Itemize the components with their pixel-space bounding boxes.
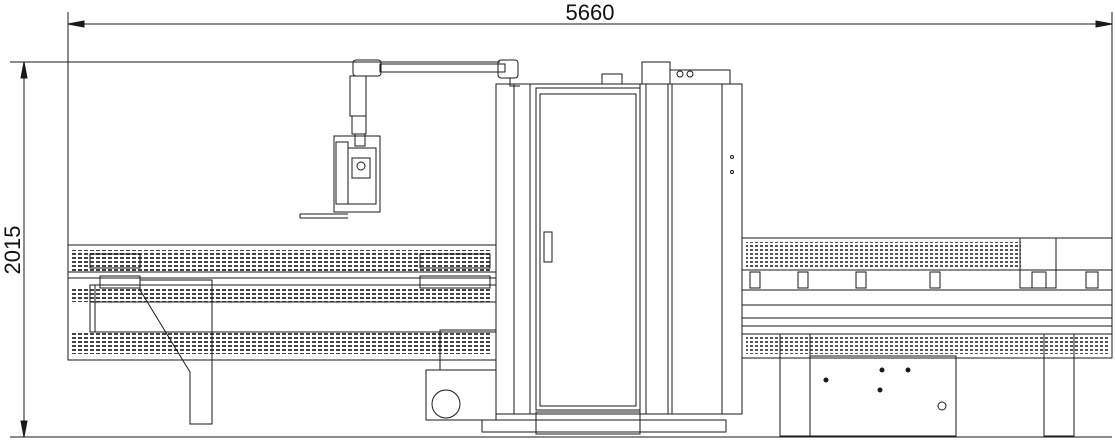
height-dimension bbox=[10, 61, 1112, 438]
right-outfeed-conveyor bbox=[741, 237, 1113, 437]
width-dimension-label: 5660 bbox=[566, 0, 615, 25]
main-cabinet bbox=[425, 61, 743, 435]
welding-manipulator-arm bbox=[299, 59, 520, 219]
height-dimension-label: 2015 bbox=[0, 226, 25, 275]
left-infeed-table bbox=[67, 244, 497, 425]
